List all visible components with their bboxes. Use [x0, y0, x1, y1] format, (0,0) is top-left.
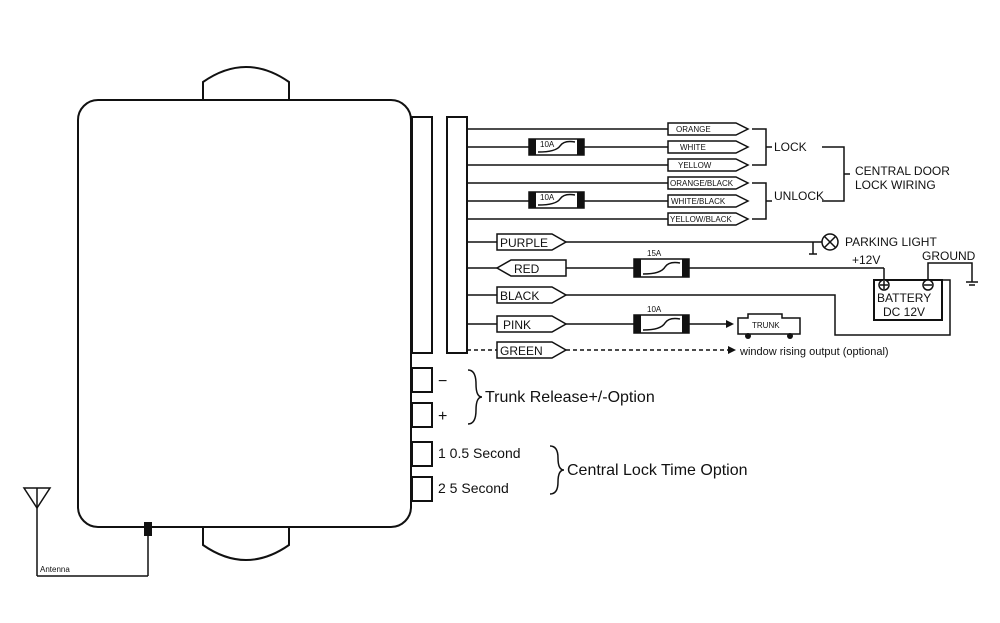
plus12v-label: +12V	[852, 253, 880, 267]
svg-text:BLACK: BLACK	[500, 289, 539, 303]
wire-tag-pink: PINK	[496, 315, 568, 333]
svg-text:WHITE/BLACK: WHITE/BLACK	[671, 197, 726, 206]
wire-tag-orange-black: ORANGE/BLACK	[667, 176, 750, 190]
svg-text:ORANGE: ORANGE	[676, 125, 711, 134]
fuse-red-label: 15A	[647, 249, 662, 258]
trunk-label: TRUNK	[752, 321, 780, 330]
svg-text:YELLOW/BLACK: YELLOW/BLACK	[670, 215, 732, 224]
fuse-lock-label: 10A	[540, 140, 555, 149]
antenna-label: Antenna	[40, 565, 70, 574]
options: − + Trunk Release+/-Option 1 0.5 Second …	[438, 369, 748, 496]
svg-text:GREEN: GREEN	[500, 344, 543, 358]
wire-tag-yellow: YELLOW	[667, 158, 750, 172]
connector-blocks	[411, 116, 468, 502]
central-door-label-1: CENTRAL DOOR	[855, 164, 950, 178]
wire-tag-yellow-black: YELLOW/BLACK	[667, 212, 750, 226]
opt2-label: 2 5 Second	[438, 480, 509, 496]
svg-text:YELLOW: YELLOW	[678, 161, 712, 170]
central-lock-time-label: Central Lock Time Option	[567, 462, 748, 479]
fuse-unlock: 10A	[528, 191, 585, 209]
wire-tag-red: RED	[495, 259, 567, 277]
trunk-release-label: Trunk Release+/-Option	[485, 389, 655, 406]
wire-tag-white-black: WHITE/BLACK	[667, 194, 750, 208]
plus-symbol: +	[438, 408, 447, 425]
window-output-label: window rising output (optional)	[739, 346, 889, 358]
power-wires: PURPLE PARKING LIGHT RED 15A +12V	[467, 233, 978, 359]
svg-text:RED: RED	[514, 262, 540, 276]
svg-text:PURPLE: PURPLE	[500, 236, 548, 250]
battery: BATTERY DC 12V	[873, 279, 943, 321]
parking-light-label: PARKING LIGHT	[845, 235, 937, 249]
wire-tag-black: BLACK	[496, 286, 568, 304]
lock-label: LOCK	[774, 140, 807, 154]
minus-symbol: −	[438, 373, 447, 390]
opt1-label: 1 0.5 Second	[438, 445, 521, 461]
fuse-pink-label: 10A	[647, 305, 662, 314]
svg-text:PINK: PINK	[503, 318, 531, 332]
control-unit	[77, 66, 412, 561]
fuse-lock: 10A	[528, 138, 585, 156]
central-door-label-2: LOCK WIRING	[855, 178, 936, 192]
wire-tag-white: WHITE	[667, 140, 750, 154]
door-lock-wires: 10A 10A ORANGE WHITE YELLOW ORANGE/BLACK	[467, 122, 950, 226]
parking-light-icon	[809, 233, 839, 255]
wire-tag-purple: PURPLE	[496, 233, 568, 251]
trunk-icon: TRUNK	[737, 313, 801, 339]
battery-label-1: BATTERY	[877, 291, 931, 305]
wire-tag-orange: ORANGE	[667, 122, 750, 136]
ground-label: GROUND	[922, 249, 976, 263]
unlock-label: UNLOCK	[774, 189, 824, 203]
svg-text:ORANGE/BLACK: ORANGE/BLACK	[670, 179, 734, 188]
svg-text:WHITE: WHITE	[680, 143, 706, 152]
fuse-red: 15A	[633, 249, 690, 278]
fuse-unlock-label: 10A	[540, 193, 555, 202]
antenna: Antenna	[22, 487, 152, 577]
wire-tag-green: GREEN	[496, 341, 568, 359]
battery-label-2: DC 12V	[883, 305, 925, 319]
fuse-pink: 10A	[633, 305, 690, 334]
